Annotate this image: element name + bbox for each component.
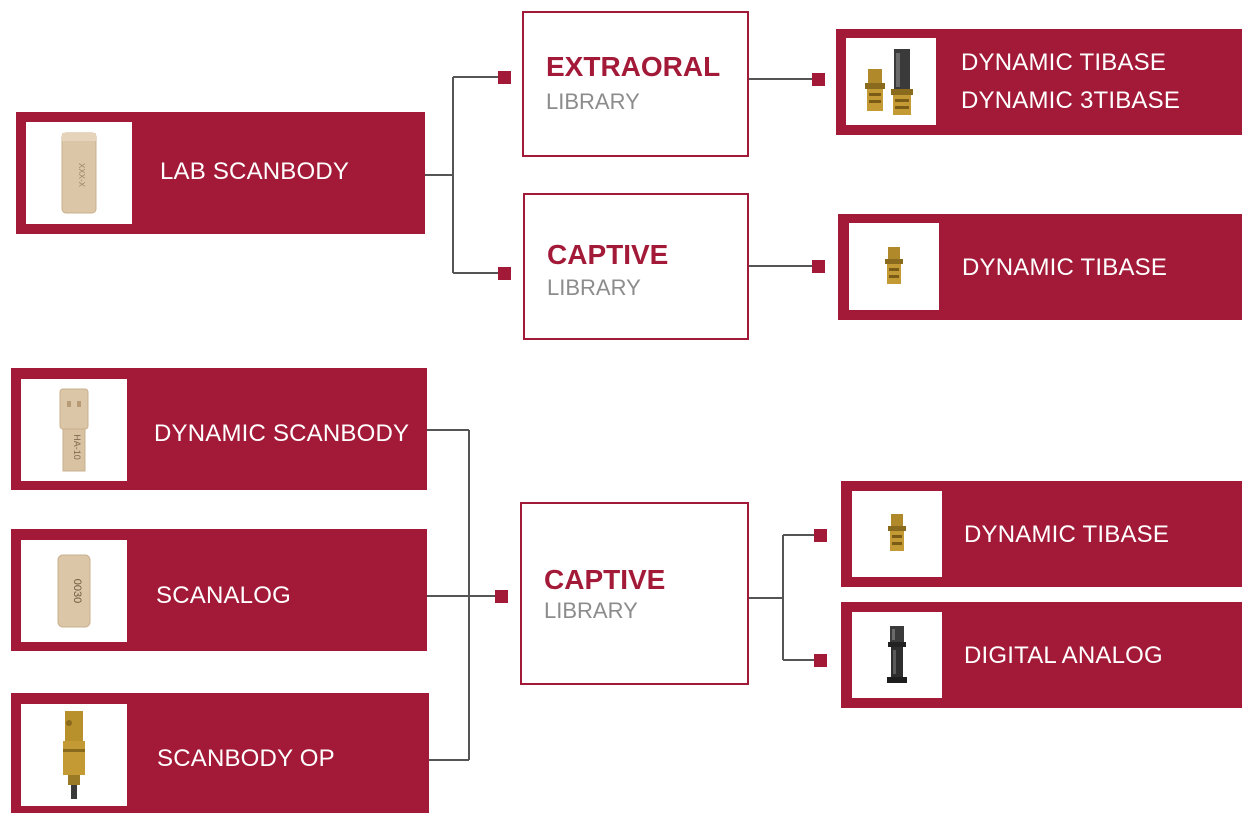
scanalog-box: 0030 SCANALOG bbox=[11, 529, 427, 651]
library-subtitle: LIBRARY bbox=[547, 275, 641, 300]
digital-analog-label: DIGITAL ANALOG bbox=[964, 642, 1163, 669]
output-label-line1: DYNAMIC TIBASE bbox=[961, 49, 1167, 76]
connector-node bbox=[814, 529, 827, 542]
dynamic-scanbody-box: HA-10 DYNAMIC SCANBODY bbox=[11, 368, 427, 490]
scanbody-op-box: SCANBODY OP bbox=[11, 693, 429, 813]
library-subtitle: LIBRARY bbox=[546, 89, 640, 114]
scanbody-op-image bbox=[21, 704, 127, 806]
svg-text:XXX-X: XXX-X bbox=[77, 163, 86, 188]
scanalog-label: SCANALOG bbox=[156, 582, 291, 609]
dynamic-scanbody-image: HA-10 bbox=[21, 379, 127, 481]
lab-scanbody-box: XXX-X LAB SCANBODY bbox=[16, 112, 425, 234]
library-title: CAPTIVE bbox=[544, 564, 666, 595]
svg-text:HA-10: HA-10 bbox=[72, 434, 82, 460]
tibase-pair-image bbox=[846, 38, 936, 125]
tibase-image bbox=[849, 223, 939, 310]
library-title: EXTRAORAL bbox=[546, 51, 721, 82]
dynamic-scanbody-label: DYNAMIC SCANBODY bbox=[154, 420, 410, 447]
connector-node bbox=[498, 71, 511, 84]
extraoral-library-box: EXTRAORAL LIBRARY bbox=[522, 11, 749, 157]
library-title: CAPTIVE bbox=[547, 239, 669, 270]
connector-node bbox=[812, 73, 825, 86]
tibase-image bbox=[852, 491, 942, 577]
tibase-3tibase-box: DYNAMIC TIBASE DYNAMIC 3TIBASE bbox=[836, 29, 1242, 135]
captive-library-box: CAPTIVE LIBRARY bbox=[523, 193, 749, 340]
scanbody-op-label: SCANBODY OP bbox=[157, 745, 335, 772]
captive-library-box-bottom: CAPTIVE LIBRARY bbox=[520, 502, 749, 685]
digital-analog-box: DIGITAL ANALOG bbox=[841, 602, 1242, 708]
lab-scanbody-image: XXX-X bbox=[26, 122, 132, 224]
tibase-box-top: DYNAMIC TIBASE bbox=[838, 214, 1242, 320]
connector-node bbox=[495, 590, 508, 603]
scanalog-image: 0030 bbox=[21, 540, 127, 642]
tibase-label: DYNAMIC TIBASE bbox=[964, 521, 1170, 548]
tibase-box-bottom: DYNAMIC TIBASE bbox=[841, 481, 1242, 587]
library-subtitle: LIBRARY bbox=[544, 598, 638, 623]
digital-analog-image bbox=[852, 612, 942, 698]
output-label-line2: DYNAMIC 3TIBASE bbox=[961, 87, 1181, 114]
connector-node bbox=[498, 267, 511, 280]
connector-node bbox=[814, 654, 827, 667]
connector-node bbox=[812, 260, 825, 273]
lab-scanbody-label: LAB SCANBODY bbox=[160, 158, 350, 185]
svg-text:0030: 0030 bbox=[71, 579, 83, 603]
tibase-label: DYNAMIC TIBASE bbox=[962, 254, 1168, 281]
